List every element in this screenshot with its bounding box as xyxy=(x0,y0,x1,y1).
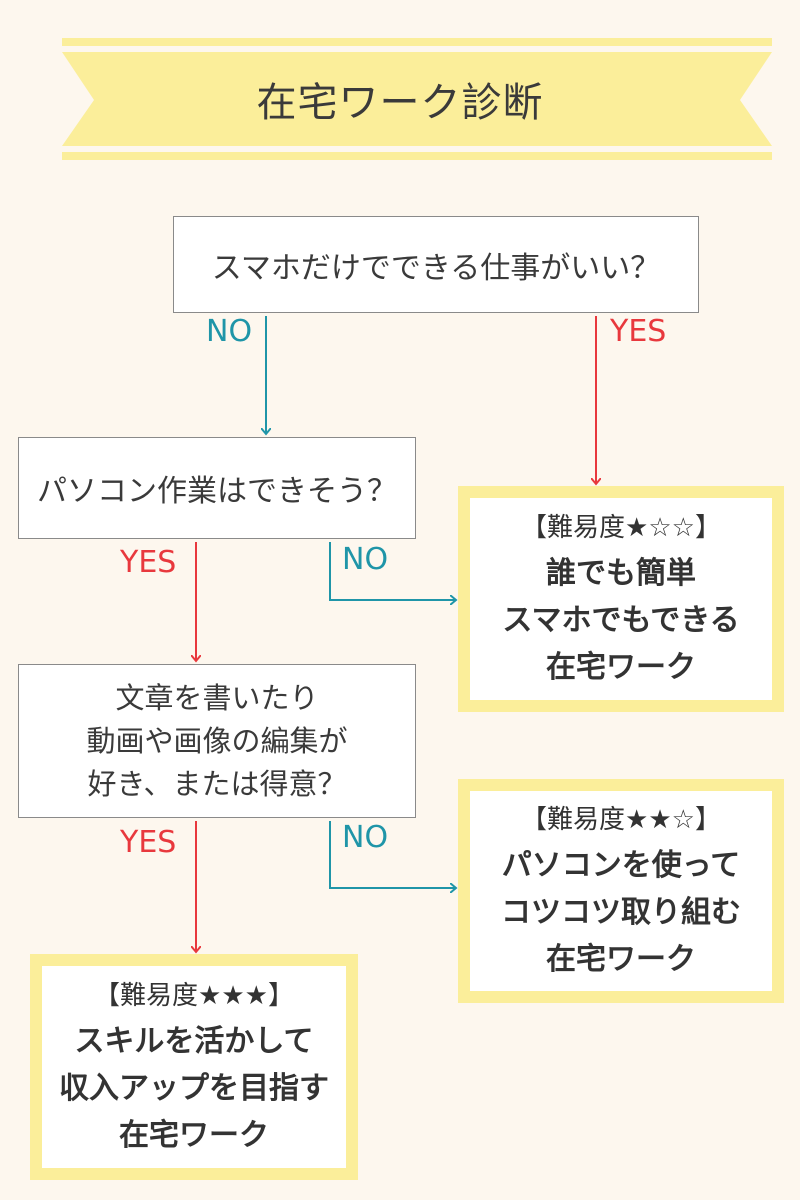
result-3-box: 【難易度★★★】 スキルを活かして 収入アップを目指す 在宅ワーク xyxy=(30,954,358,1180)
q2-yes-label: YES xyxy=(120,545,177,580)
question-2-text: パソコン作業はできそう？ xyxy=(37,474,397,509)
result-1-box: 【難易度★☆☆】 誰でも簡単 スマホでもできる 在宅ワーク xyxy=(458,486,784,712)
q1-no-label: NO xyxy=(206,314,253,349)
q3-yes-label: YES xyxy=(120,825,177,860)
arrow-q3-no xyxy=(329,821,456,888)
arrow-q2-no xyxy=(329,542,456,600)
q2-no-label: NO xyxy=(342,542,389,577)
result-3-line: スキルを活かして xyxy=(74,1024,314,1059)
question-3-line: 好き、または得意？ xyxy=(87,766,347,801)
result-2-line: コツコツ取り組む xyxy=(501,895,741,930)
page-title: 在宅ワーク診断 xyxy=(256,80,544,126)
result-2-box: 【難易度★★☆】 パソコンを使って コツコツ取り組む 在宅ワーク xyxy=(458,779,784,1003)
result-3-difficulty: 【難易度★★★】 xyxy=(94,981,294,1011)
question-1-text: スマホだけでできる仕事がいい？ xyxy=(211,250,661,286)
question-3-box: 文章を書いたり 動画や画像の編集が 好き、または得意？ xyxy=(18,664,416,818)
result-1-line: 在宅ワーク xyxy=(546,650,696,685)
question-2-box: パソコン作業はできそう？ xyxy=(18,437,416,539)
question-3-line: 動画や画像の編集が xyxy=(86,723,348,758)
result-3-line: 収入アップを目指す xyxy=(59,1071,329,1106)
q1-yes-label: YES xyxy=(610,314,667,349)
result-2-line: 在宅ワーク xyxy=(546,942,696,977)
question-3-line: 文章を書いたり xyxy=(115,680,319,715)
question-1-box: スマホだけでできる仕事がいい？ xyxy=(173,216,699,313)
q3-no-label: NO xyxy=(342,820,389,855)
result-1-line: 誰でも簡単 xyxy=(546,556,696,591)
result-3-line: 在宅ワーク xyxy=(119,1118,269,1153)
result-2-line: パソコンを使って xyxy=(501,848,741,883)
result-2-difficulty: 【難易度★★☆】 xyxy=(521,805,721,835)
result-1-line: スマホでもできる xyxy=(502,603,740,638)
result-1-difficulty: 【難易度★☆☆】 xyxy=(521,513,721,543)
title-banner xyxy=(62,38,772,160)
